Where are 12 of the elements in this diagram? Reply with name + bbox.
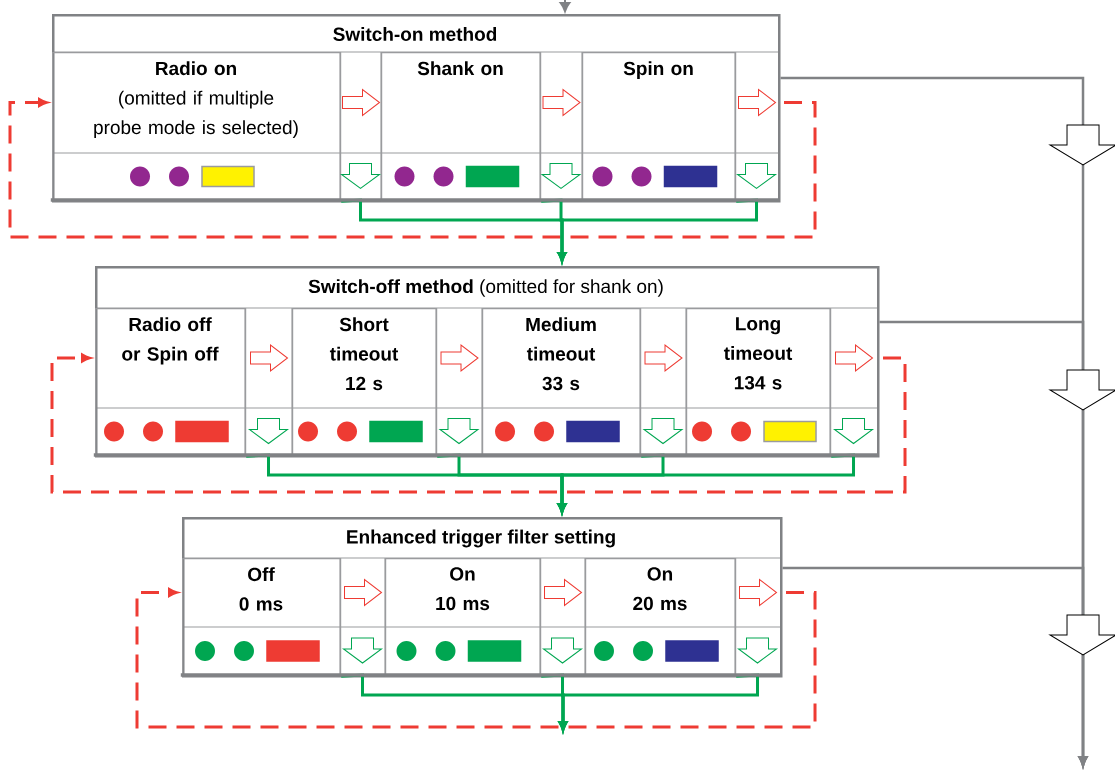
arrow <box>559 0 571 13</box>
loop-arrow <box>50 344 907 494</box>
connector-line <box>782 566 1088 767</box>
hollow-arrow <box>440 344 479 372</box>
hollow-arrow <box>542 89 581 116</box>
hollow-arrow <box>644 344 683 372</box>
loop-arrow <box>135 579 817 729</box>
hollow-arrow <box>544 579 582 606</box>
hollow-arrow <box>344 579 382 606</box>
loop-arrow <box>8 89 817 239</box>
hollow-arrow <box>250 344 288 372</box>
hollow-arrow <box>342 89 380 116</box>
